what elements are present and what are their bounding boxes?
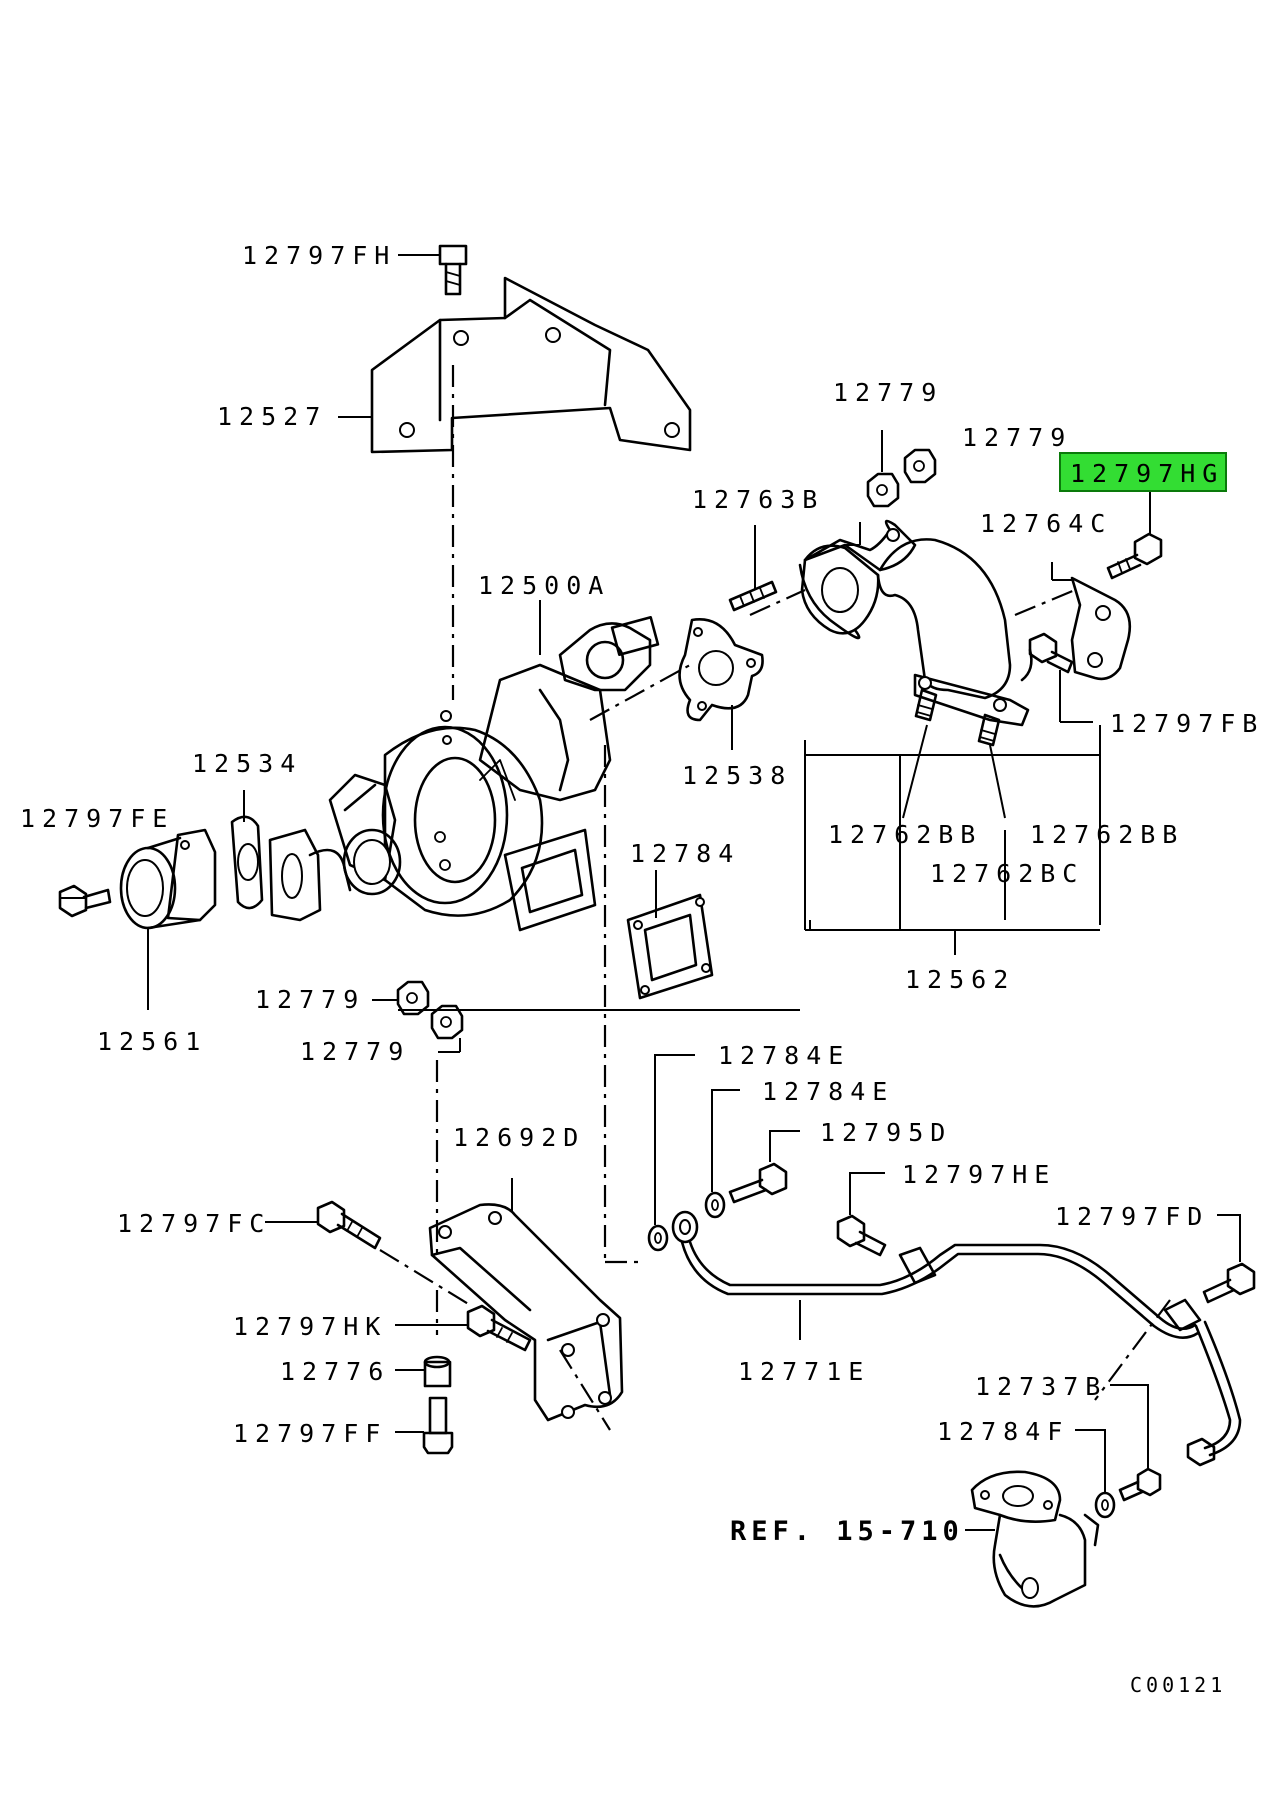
- label-12527[interactable]: 12527: [217, 402, 327, 431]
- stud-12762BB-b-shape[interactable]: [977, 713, 1001, 747]
- label-12797FC[interactable]: 12797FC: [117, 1209, 271, 1238]
- inlet-elbow-12561-shape[interactable]: [119, 828, 217, 930]
- bolt-12797HK-shape[interactable]: [466, 1304, 532, 1352]
- inlet-flange-shape[interactable]: [268, 828, 352, 922]
- label-12764C[interactable]: 12764C: [980, 509, 1112, 538]
- nut-12779-top-a-shape[interactable]: [866, 472, 900, 508]
- label-12797HK[interactable]: 12797HK: [233, 1312, 387, 1341]
- spacer-12776-shape[interactable]: [423, 1355, 452, 1388]
- turbocharger-12500A-shape[interactable]: [328, 616, 660, 932]
- label-12538[interactable]: 12538: [682, 761, 792, 790]
- bolt-12797HG-shape[interactable]: [1106, 532, 1163, 580]
- label-12797HE[interactable]: 12797HE: [902, 1160, 1056, 1189]
- bolt-12797FF-shape[interactable]: [422, 1396, 454, 1455]
- label-12779-c[interactable]: 12779: [255, 985, 365, 1014]
- bolt-12797FB-shape[interactable]: [1028, 632, 1074, 674]
- label-12797FB[interactable]: 12797FB: [1110, 709, 1264, 738]
- gasket-12534-shape[interactable]: [230, 815, 264, 910]
- bolt-12797FD-shape[interactable]: [1202, 1262, 1256, 1304]
- label-12797FF[interactable]: 12797FF: [233, 1419, 387, 1448]
- leader-lines: [60, 254, 1241, 1531]
- diagram-code: C00121: [1130, 1673, 1226, 1697]
- label-12797FD[interactable]: 12797FD: [1055, 1202, 1209, 1231]
- nut-12779-lower-b-shape[interactable]: [430, 1004, 464, 1040]
- stud-12762BB-a-shape[interactable]: [914, 688, 938, 722]
- bolt-12797FH-shape[interactable]: [438, 244, 468, 296]
- label-ref-15-710[interactable]: REF. 15-710: [730, 1516, 964, 1547]
- bracket-12692D-shape[interactable]: [428, 1203, 624, 1422]
- label-12797HG[interactable]: 12797HG: [1070, 459, 1224, 488]
- gasket-12538-shape[interactable]: [678, 617, 764, 722]
- label-12771E[interactable]: 12771E: [738, 1357, 870, 1386]
- bolt-12797FE-shape[interactable]: [58, 884, 112, 918]
- bolt-12797HE-shape[interactable]: [836, 1214, 887, 1257]
- label-12562[interactable]: 12562: [905, 965, 1015, 994]
- bracket-12764C-shape[interactable]: [1070, 576, 1132, 681]
- label-12500A[interactable]: 12500A: [478, 571, 610, 600]
- bolt-12737B-shape[interactable]: [1118, 1467, 1162, 1502]
- label-12797FH[interactable]: 12797FH: [242, 241, 396, 270]
- label-12779-d[interactable]: 12779: [300, 1037, 410, 1066]
- oil-return-ref-15-710-shape[interactable]: [970, 1470, 1100, 1608]
- label-12797FE[interactable]: 12797FE: [20, 804, 174, 833]
- label-12762BB-b[interactable]: 12762BB: [1030, 820, 1184, 849]
- bolt-12797FC-shape[interactable]: [316, 1200, 382, 1250]
- nut-12779-lower-a-shape[interactable]: [396, 980, 430, 1016]
- nut-12779-top-b-shape[interactable]: [903, 448, 937, 484]
- part-labels[interactable]: 12797FH 12527 12779 12779 12797HG 12763B…: [20, 241, 1264, 1697]
- washer-12784E-b-shape[interactable]: [704, 1191, 726, 1219]
- washer-12784F-shape[interactable]: [1094, 1491, 1116, 1519]
- washer-12784E-a-shape[interactable]: [647, 1224, 669, 1252]
- label-12776[interactable]: 12776: [280, 1357, 390, 1386]
- label-12779-b[interactable]: 12779: [962, 423, 1072, 452]
- selected-part-highlight: [1059, 452, 1227, 492]
- label-12784F[interactable]: 12784F: [937, 1417, 1069, 1446]
- stud-12763B-shape[interactable]: [728, 580, 778, 612]
- label-12784[interactable]: 12784: [630, 839, 740, 868]
- label-12784E-a[interactable]: 12784E: [718, 1041, 850, 1070]
- label-12779-a[interactable]: 12779: [833, 378, 943, 407]
- heat-shield-12527-shape[interactable]: [370, 276, 692, 454]
- label-12737B[interactable]: 12737B: [975, 1372, 1107, 1401]
- gasket-12784-shape[interactable]: [626, 893, 714, 1000]
- label-12763B[interactable]: 12763B: [692, 485, 824, 514]
- bolt-12795D-shape[interactable]: [728, 1162, 788, 1204]
- label-12561[interactable]: 12561: [97, 1027, 207, 1056]
- label-12762BB-a[interactable]: 12762BB: [828, 820, 982, 849]
- label-12762BC[interactable]: 12762BC: [930, 859, 1084, 888]
- label-12784E-b[interactable]: 12784E: [762, 1077, 894, 1106]
- label-12795D[interactable]: 12795D: [820, 1118, 952, 1147]
- label-12692D[interactable]: 12692D: [453, 1123, 585, 1152]
- oil-pipe-12771E-shape[interactable]: [671, 1210, 1242, 1467]
- exhaust-pipe-12562-shape[interactable]: [798, 519, 1033, 727]
- label-12534[interactable]: 12534: [192, 749, 302, 778]
